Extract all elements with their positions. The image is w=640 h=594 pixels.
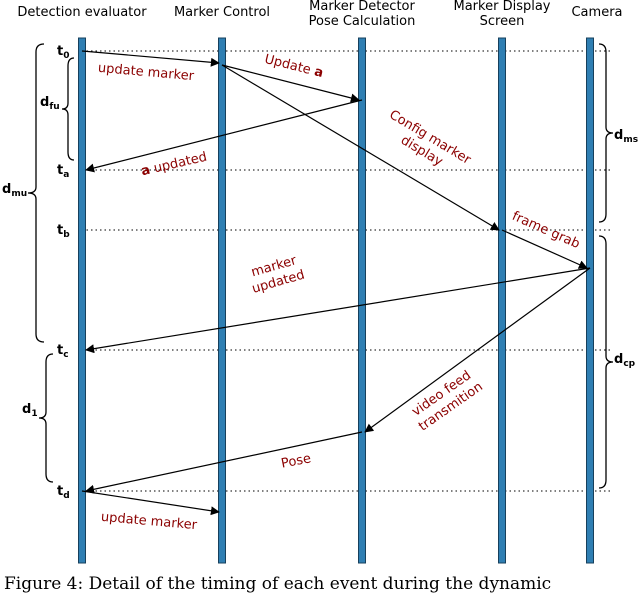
duration-label-base: d xyxy=(2,182,11,197)
duration-label-base: d xyxy=(614,352,623,367)
message-label-text: update marker xyxy=(100,510,198,533)
message-label-frame-grab: frame grab xyxy=(510,209,582,252)
time-label-base: t xyxy=(57,223,63,238)
time-label-sub: c xyxy=(63,350,68,360)
bracket-dmu xyxy=(27,43,45,343)
message-label-text: Update xyxy=(263,52,316,79)
bracket-dfu xyxy=(61,57,75,161)
time-label-base: t xyxy=(57,163,63,178)
arrow-frame-grab xyxy=(501,229,588,269)
lifeline-control xyxy=(218,37,226,564)
lane-title-control: Marker Control xyxy=(174,5,270,20)
lifeline-camera xyxy=(586,37,594,564)
message-label-text: updated xyxy=(148,150,208,178)
duration-label-dfu: dfu xyxy=(40,95,60,112)
message-label-update-marker-1: update marker xyxy=(97,61,195,84)
duration-label-sub: fu xyxy=(49,102,59,112)
arrow-pose xyxy=(85,431,363,494)
lane-title-display: Marker Display xyxy=(454,0,551,14)
duration-label-base: d xyxy=(40,95,49,110)
duration-label-sub: cp xyxy=(623,359,635,369)
arrow-video-feed-transmition xyxy=(364,267,591,433)
time-label-tc: tc xyxy=(57,343,69,360)
lane-title-detector: Marker Detector xyxy=(309,0,415,14)
lifeline-detector xyxy=(358,37,366,564)
lifelines xyxy=(78,37,594,564)
time-label-t0: t0 xyxy=(57,44,69,61)
time-label-base: t xyxy=(57,484,63,499)
lane-title-detector: Pose Calculation xyxy=(309,14,416,29)
time-label-sub: d xyxy=(63,491,69,501)
duration-label-base: d xyxy=(22,402,31,417)
lifeline-evaluator xyxy=(78,37,86,564)
arrow-update-marker-2 xyxy=(81,490,220,516)
message-label-update-marker-2: update marker xyxy=(100,510,198,533)
time-label-td: td xyxy=(57,484,70,501)
duration-label-sub: ms xyxy=(623,135,638,145)
time-guide-lines xyxy=(82,50,612,492)
lane-title-evaluator: Detection evaluator xyxy=(17,5,147,20)
arrow-config-marker-display xyxy=(221,64,500,231)
message-label-line: update marker xyxy=(97,61,195,84)
arrow-update-a xyxy=(221,64,360,103)
duration-label-sub: mu xyxy=(11,189,27,199)
time-label-base: t xyxy=(57,343,63,358)
message-label-line: Update a xyxy=(263,52,325,81)
message-label-bold-var: a xyxy=(140,163,152,180)
message-label-pose: Pose xyxy=(280,451,312,471)
time-label-ta: ta xyxy=(57,163,69,180)
arrow-a-updated xyxy=(85,99,363,173)
message-label-line: update marker xyxy=(100,510,198,533)
message-label-text: update marker xyxy=(97,61,195,84)
time-label-sub: b xyxy=(63,230,70,240)
bracket-dms xyxy=(598,43,614,223)
duration-label-d1: d1 xyxy=(22,402,38,419)
message-label-line: frame grab xyxy=(510,209,582,252)
figure-caption: Figure 4: Detail of the timing of each e… xyxy=(4,574,552,594)
lane-title-camera: Camera xyxy=(571,5,622,20)
message-label-update-a: Update a xyxy=(263,52,325,81)
lane-titles: Detection evaluator Marker Control Marker … xyxy=(17,0,622,29)
duration-label-dcp: dcp xyxy=(614,352,636,369)
bracket-dcp xyxy=(598,235,614,489)
time-label-tb: tb xyxy=(57,223,70,240)
duration-label-sub: 1 xyxy=(31,409,37,419)
duration-brackets xyxy=(27,43,614,489)
time-label-sub: 0 xyxy=(63,51,69,61)
message-label-text: frame grab xyxy=(510,209,582,252)
arrow-marker-updated xyxy=(85,267,591,354)
lifeline-display xyxy=(498,37,506,564)
time-label-base: t xyxy=(57,44,63,59)
message-label-line: Pose xyxy=(280,451,312,471)
message-arrows xyxy=(81,50,591,516)
message-label-bold-var: a xyxy=(313,64,325,81)
message-label-text: Pose xyxy=(280,451,312,471)
duration-label-dmu: dmu xyxy=(2,182,27,199)
lane-title-display: Screen xyxy=(480,14,525,29)
bracket-d1 xyxy=(38,353,54,483)
time-label-sub: a xyxy=(63,170,69,180)
duration-label-dms: dms xyxy=(614,128,638,145)
duration-label-base: d xyxy=(614,128,623,143)
arrow-update-marker-1 xyxy=(81,50,220,67)
